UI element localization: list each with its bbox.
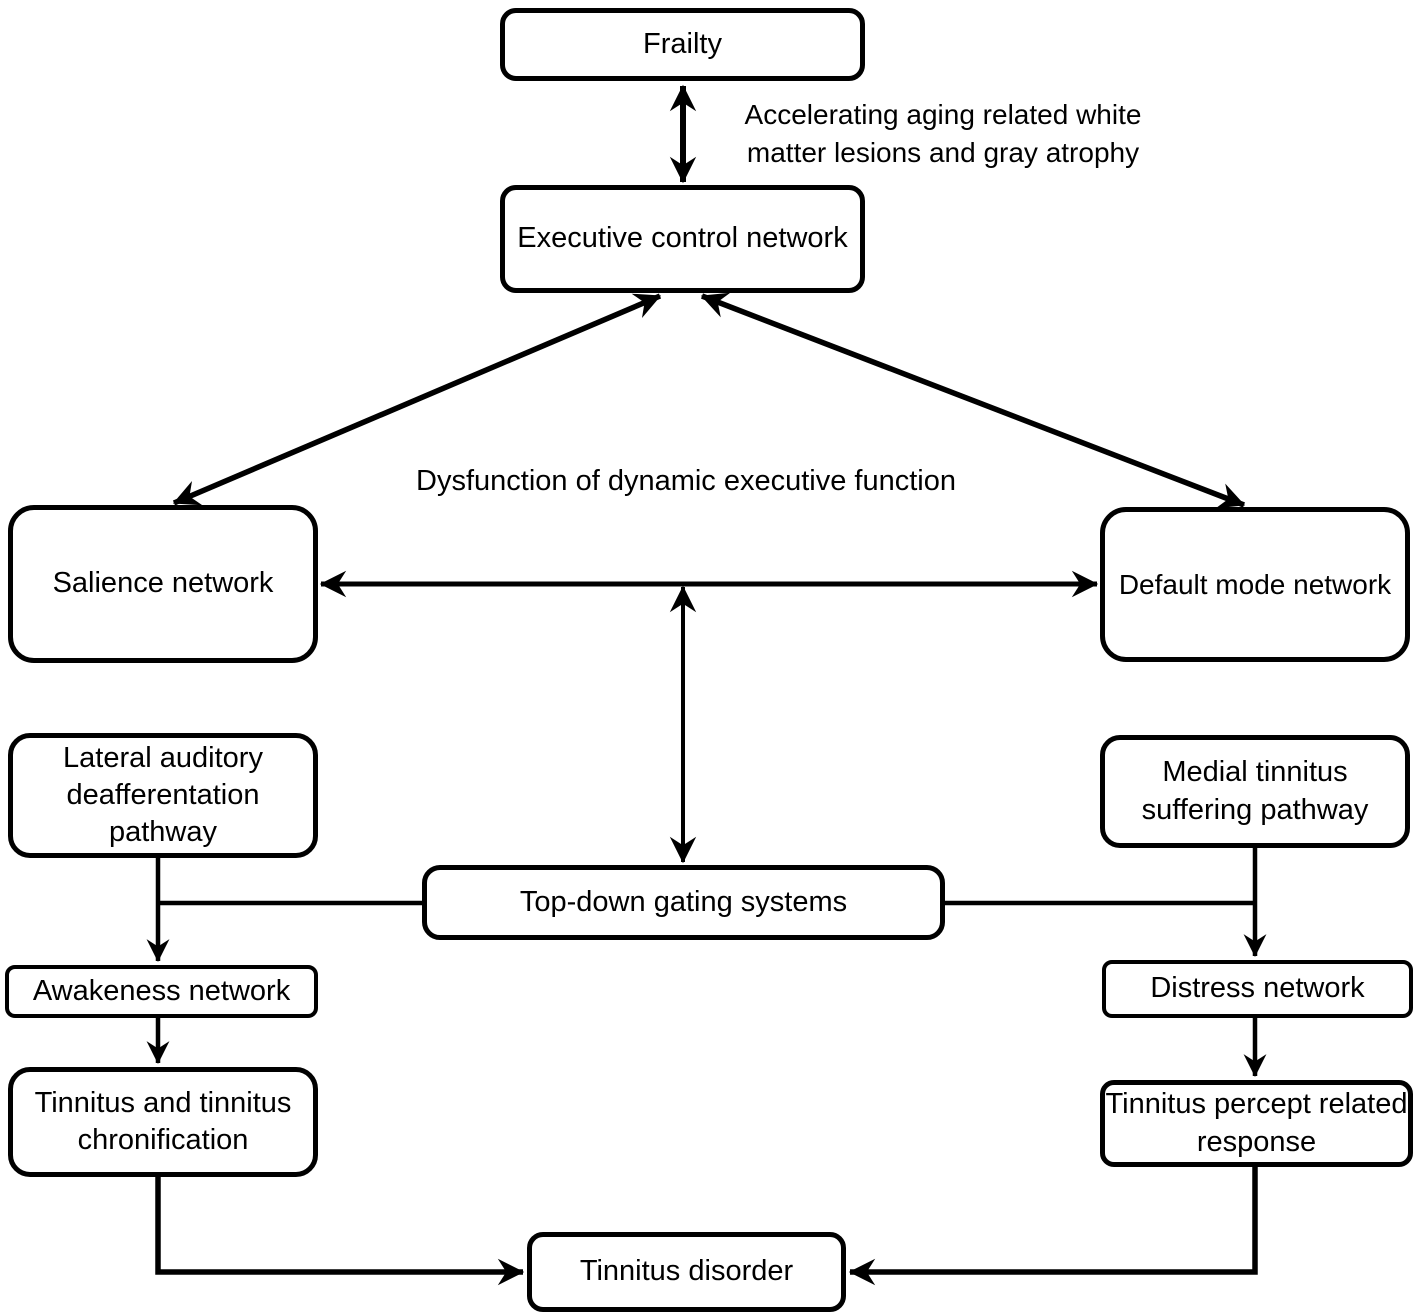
arrow-percept-disorder [848, 1167, 1258, 1286]
node-top-down-gating-systems-label: Top-down gating systems [519, 885, 848, 918]
node-tinnitus-disorder: Tinnitus disorder [527, 1232, 846, 1312]
node-lateral-auditory-pathway: Lateral auditory deafferentation pathway [8, 733, 318, 858]
node-awakeness-network-label: Awakeness network [32, 974, 291, 1007]
arrow-ecn-salience [172, 293, 662, 506]
node-tinnitus-percept-response: Tinnitus percept related response [1100, 1080, 1413, 1167]
node-lateral-auditory-pathway-label: Lateral auditory deafferentation pathway [63, 741, 263, 849]
node-tinnitus-chronification-label: Tinnitus and tinnitus chronification [34, 1086, 292, 1156]
node-tinnitus-disorder-label: Tinnitus disorder [579, 1255, 794, 1288]
node-top-down-gating-systems: Top-down gating systems [422, 865, 945, 940]
node-distress-network: Distress network [1102, 960, 1413, 1018]
node-distress-network-label: Distress network [1150, 972, 1365, 1005]
node-tinnitus-chronification: Tinnitus and tinnitus chronification [8, 1067, 318, 1177]
annotation-dysfunction: Dysfunction of dynamic executive functio… [416, 465, 956, 497]
node-tinnitus-percept-response-label: Tinnitus percept related response [1105, 1088, 1408, 1158]
node-medial-tinnitus-pathway-label: Medial tinnitus suffering pathway [1141, 756, 1369, 826]
annotation-aging: Accelerating aging related white matter … [744, 99, 1142, 169]
arrow-ecn-dmn [700, 292, 1246, 509]
node-executive-control-network: Executive control network [500, 185, 865, 293]
node-default-mode-network-label: Default mode network [1118, 568, 1392, 600]
node-frailty: Frailty [500, 8, 865, 81]
node-default-mode-network: Default mode network [1100, 507, 1410, 662]
node-executive-control-network-label: Executive control network [517, 222, 848, 255]
node-salience-network-label: Salience network [52, 567, 274, 600]
node-salience-network: Salience network [8, 505, 318, 663]
node-awakeness-network: Awakeness network [5, 965, 318, 1018]
arrow-chronification-disorder [155, 1177, 525, 1286]
node-frailty-label: Frailty [643, 27, 722, 60]
node-medial-tinnitus-pathway: Medial tinnitus suffering pathway [1100, 735, 1410, 848]
